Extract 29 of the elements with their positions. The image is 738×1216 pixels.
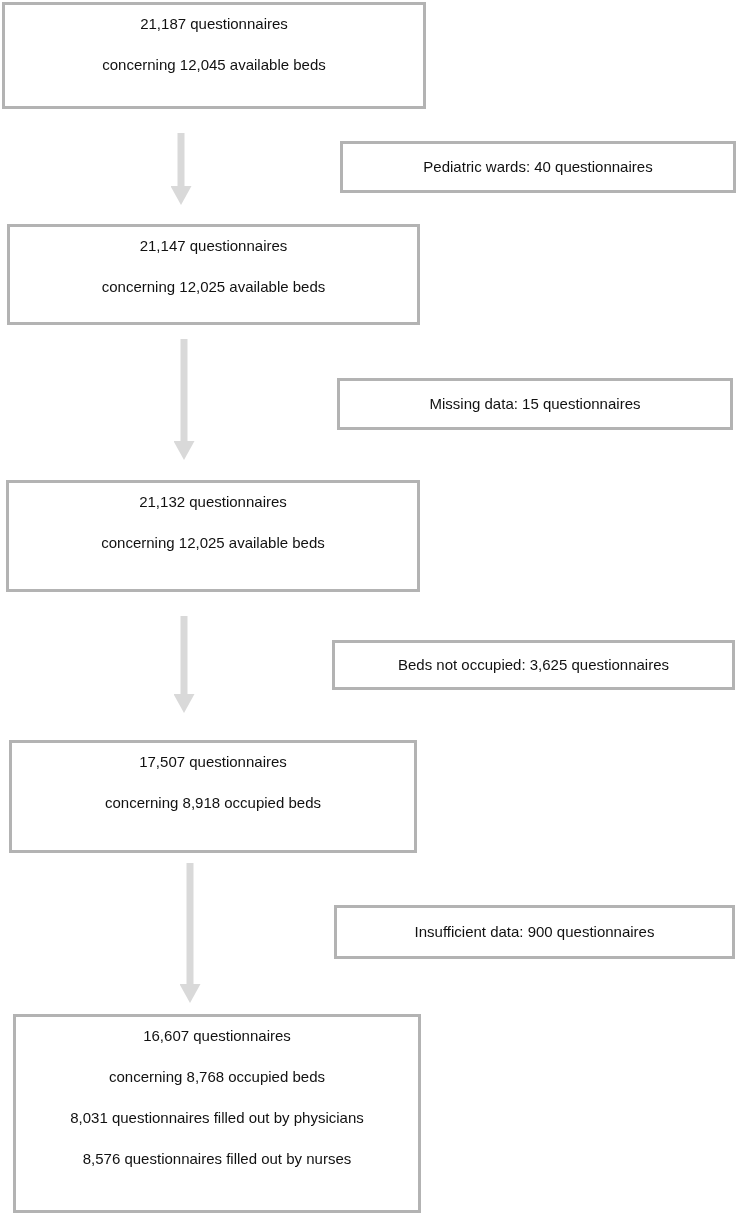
process-box	[13, 1014, 421, 1213]
box-text: 8,031 questionnaires filled out by physicians	[70, 1108, 364, 1128]
box-text: Beds not occupied: 3,625 questionnaires	[398, 655, 669, 675]
arrow	[173, 616, 195, 713]
box-text: concerning 8,768 occupied beds	[109, 1067, 325, 1087]
process-box	[9, 740, 417, 853]
box-text: 21,147 questionnaires	[139, 236, 288, 256]
exclusion-box	[337, 378, 733, 430]
exclusion-box	[340, 141, 736, 193]
box-text: concerning 8,918 occupied beds	[105, 793, 321, 813]
box-text: concerning 12,025 available beds	[101, 277, 326, 297]
arrow	[170, 133, 192, 205]
process-box	[2, 2, 426, 109]
arrow	[179, 863, 201, 1003]
box-text: 21,187 questionnaires	[140, 14, 288, 34]
arrow	[173, 339, 195, 460]
process-box	[7, 224, 420, 325]
box-text: Missing data: 15 questionnaires	[429, 394, 641, 414]
box-text: 21,132 questionnaires	[139, 492, 287, 512]
box-text: 8,576 questionnaires filled out by nurses	[82, 1149, 352, 1169]
box-text: 17,507 questionnaires	[139, 752, 287, 772]
box-text: Insufficient data: 900 questionnaires	[414, 922, 655, 942]
process-box	[6, 480, 420, 592]
box-text: Pediatric wards: 40 questionnaires	[423, 157, 653, 177]
exclusion-box	[334, 905, 735, 959]
box-text: concerning 12,025 available beds	[101, 533, 325, 553]
exclusion-box	[332, 640, 735, 690]
box-text: 16,607 questionnaires	[143, 1026, 291, 1046]
box-text: concerning 12,045 available beds	[102, 55, 326, 75]
